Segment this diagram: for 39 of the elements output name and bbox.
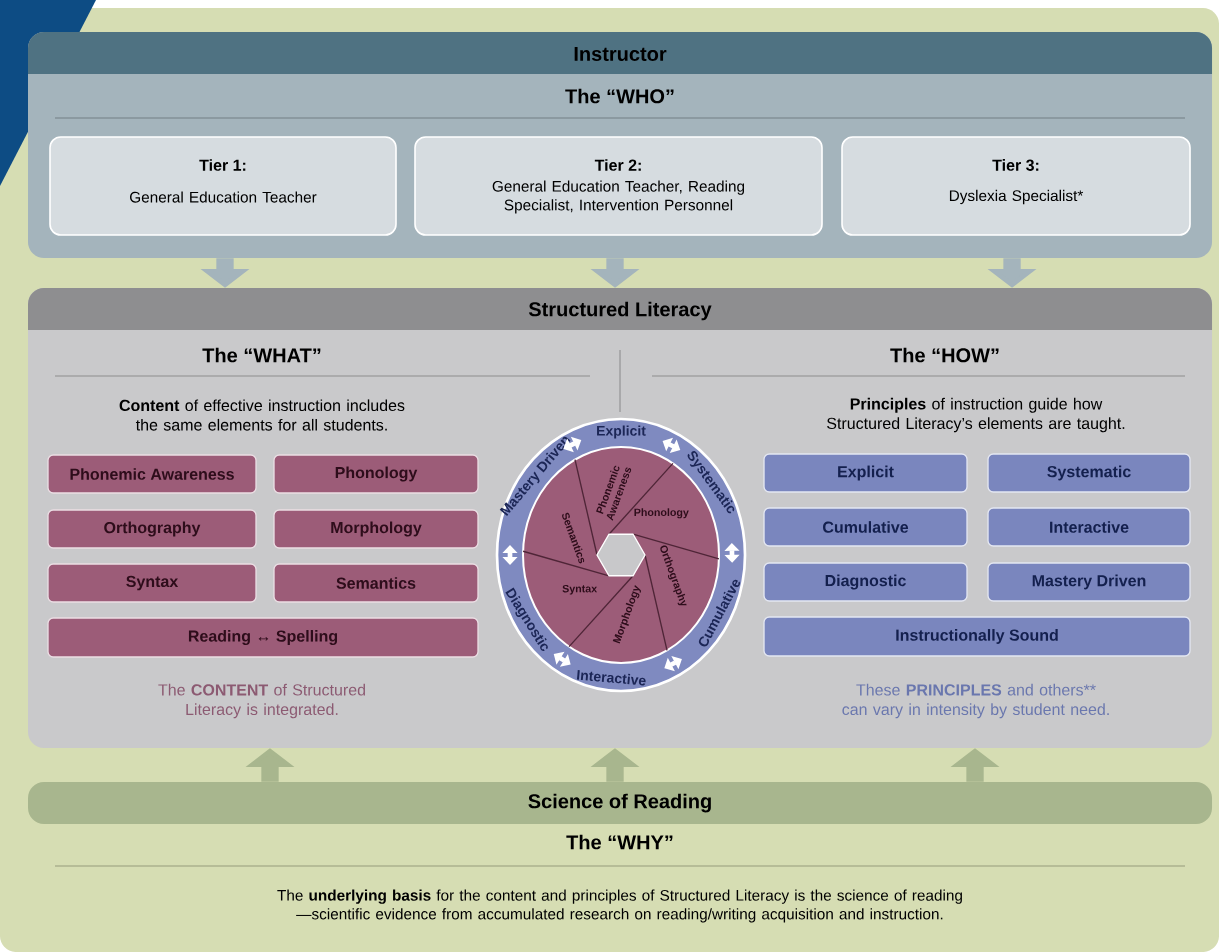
content-box: Orthography (47, 509, 257, 549)
segment-label: Syntax (562, 584, 598, 595)
tier-heading: Tier 3: (992, 159, 1039, 171)
content-box: Syntax (47, 563, 257, 603)
ring-label: Explicit (597, 425, 646, 439)
column-heading: The “WHAT” (202, 347, 321, 363)
tier-description: General Education Teacher, Reading Specialist, Intervention Personnel (492, 180, 745, 214)
ring-label: Interactive (576, 670, 646, 686)
principle-box: Instructionally Sound (763, 616, 1191, 657)
content-box: Phonemic Awareness (47, 454, 257, 494)
column-heading: The “HOW” (890, 347, 999, 363)
tier-box (841, 136, 1191, 236)
tier-box (49, 136, 397, 236)
content-box: Morphology (273, 509, 479, 549)
principle-box: Cumulative (763, 507, 968, 547)
tier-heading: Tier 1: (199, 159, 246, 171)
description-text: The underlying basis for the content and principles of Structured Literacy is the science of reading —scientific evidence from accumulated research on reading/writing acquisition and instruction. (277, 889, 962, 923)
principle-box: Systematic (987, 453, 1191, 493)
tier-description: General Education Teacher (130, 191, 317, 203)
tier-description: Dyslexia Specialist* (949, 189, 1084, 205)
principle-box: Explicit (763, 453, 968, 493)
panel-heading: The “WHO” (565, 88, 674, 104)
principle-box: Interactive (987, 507, 1191, 547)
content-box: Phonology (273, 454, 479, 494)
note-text: These PRINCIPLES and others** can vary in intensity by student need. (842, 683, 1109, 719)
principle-box: Mastery Driven (987, 562, 1191, 602)
tier-box (414, 136, 823, 236)
description-text: Principles of instruction guide how Structured Literacy’s elements are taught. (827, 397, 1125, 433)
panel-heading: The “WHY” (566, 834, 673, 850)
content-box: Semantics (273, 563, 479, 603)
content-box: Reading ↔ Spelling (47, 617, 479, 658)
description-text: Content of effective instruction includes the same elements for all students. (119, 399, 405, 431)
segment-label: Phonology (634, 508, 689, 519)
panel-heading: Science of Reading (528, 793, 711, 813)
panel-heading: Instructor (574, 47, 667, 61)
note-text: The CONTENT of Structured Literacy is integrated. (158, 683, 365, 719)
principle-box: Diagnostic (763, 562, 968, 602)
tier-heading: Tier 2: (594, 159, 641, 171)
panel-heading: Structured Literacy (528, 301, 712, 321)
